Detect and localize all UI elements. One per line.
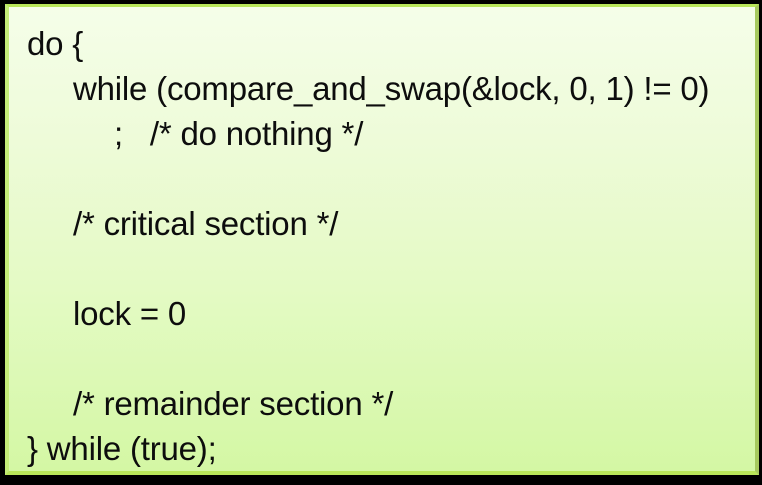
code-line-blank	[9, 156, 755, 201]
code-line: } while (true);	[27, 430, 217, 467]
code-line: /* remainder section */	[73, 385, 394, 422]
code-line: ; /* do nothing */	[114, 115, 364, 152]
code-block: do { while (compare_and_swap(&lock, 0, 1…	[9, 7, 755, 471]
code-line: /* critical section */	[73, 205, 339, 242]
code-line-blank	[9, 246, 755, 291]
code-line: while (compare_and_swap(&lock, 0, 1) != …	[73, 70, 710, 107]
code-figure-accent-border: do { while (compare_and_swap(&lock, 0, 1…	[5, 4, 759, 475]
code-line: lock = 0	[73, 295, 187, 332]
code-line-blank	[9, 336, 755, 381]
code-line: do {	[27, 25, 84, 62]
